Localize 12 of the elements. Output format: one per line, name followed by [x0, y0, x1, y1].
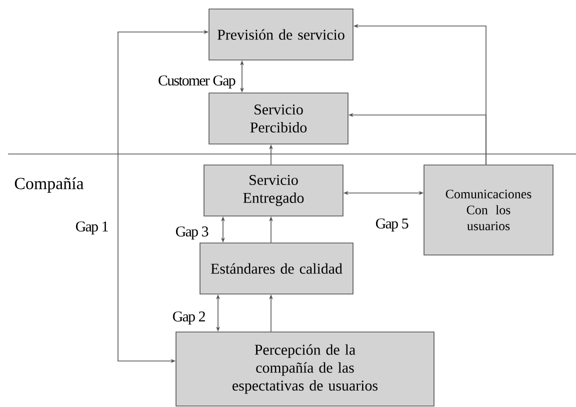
section-label: Compañía — [14, 177, 84, 193]
process-box: Servicio Entregado — [204, 164, 344, 216]
process-box: Percepción de la compañía de las espectativas de usuarios — [176, 332, 434, 406]
edge-label: Gap 5 — [376, 218, 408, 232]
process-box: Comunicaciones Con los usuarios — [424, 164, 554, 256]
process-box: Estándares de calidad — [200, 242, 354, 294]
edge-label: Gap 3 — [176, 226, 208, 240]
process-box: Previsión de servicio — [208, 8, 354, 60]
edge-label: Customer Gap — [158, 75, 236, 89]
edge-label: Gap 2 — [173, 311, 205, 325]
process-box: Servicio Percibido — [208, 92, 348, 144]
edge-label: Gap 1 — [76, 221, 108, 235]
